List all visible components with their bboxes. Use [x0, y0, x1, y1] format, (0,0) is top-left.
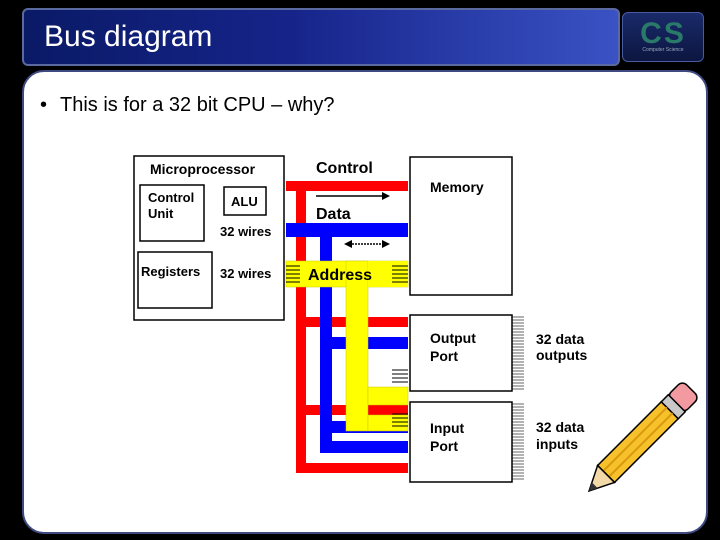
input-data-lines	[512, 403, 524, 480]
output-port-box	[409, 314, 513, 392]
slide-title: Bus diagram	[44, 20, 213, 53]
data-outputs-label-line2: outputs	[536, 347, 588, 363]
control-unit-label-line1: Control	[148, 190, 194, 205]
registers-label: Registers	[141, 264, 200, 279]
input-port-box	[409, 401, 513, 483]
control-unit-label-line2: Unit	[148, 206, 174, 221]
bus-diagram: Microprocessor Control Unit ALU Register…	[133, 155, 588, 483]
cs-logo: CS Computer Science	[622, 12, 704, 62]
wires-label-address: 32 wires	[220, 266, 271, 281]
pencil-icon	[587, 382, 698, 493]
output-port-label-line1: Output	[430, 330, 476, 346]
bullet-item: • This is for a 32 bit CPU – why?	[40, 94, 335, 117]
alu-label: ALU	[231, 194, 258, 209]
data-bidirectional-arrow-icon	[344, 240, 390, 248]
control-unit-box	[139, 184, 205, 242]
microprocessor-label: Microprocessor	[150, 161, 256, 177]
bullet-dot: •	[40, 94, 48, 116]
control-bus-label: Control	[316, 160, 373, 177]
bullet-text: This is for a 32 bit CPU – why?	[60, 94, 335, 116]
control-arrow-icon	[316, 192, 390, 200]
output-port-label-line2: Port	[430, 348, 458, 364]
data-inputs-label-line1: 32 data	[536, 419, 584, 435]
data-bus-label: Data	[316, 206, 351, 223]
memory-box	[409, 156, 513, 296]
logo-text: CS	[640, 17, 686, 50]
registers-box	[137, 251, 213, 309]
memory-label: Memory	[430, 179, 484, 195]
title-bar: Bus diagram	[22, 8, 620, 66]
input-port-label-line1: Input	[430, 420, 465, 436]
wires-label-data: 32 wires	[220, 224, 271, 239]
data-inputs-label-line2: inputs	[536, 436, 578, 452]
data-outputs-label-line1: 32 data	[536, 331, 584, 347]
address-bus-label: Address	[308, 267, 372, 284]
output-data-lines	[512, 316, 524, 390]
input-port-label-line2: Port	[430, 438, 458, 454]
address-arrows-icon	[286, 265, 408, 427]
alu-box	[223, 186, 267, 216]
content-panel: • This is for a 32 bit CPU – why? Micropr…	[22, 70, 708, 534]
logo-subtext: Computer Science	[642, 47, 684, 53]
